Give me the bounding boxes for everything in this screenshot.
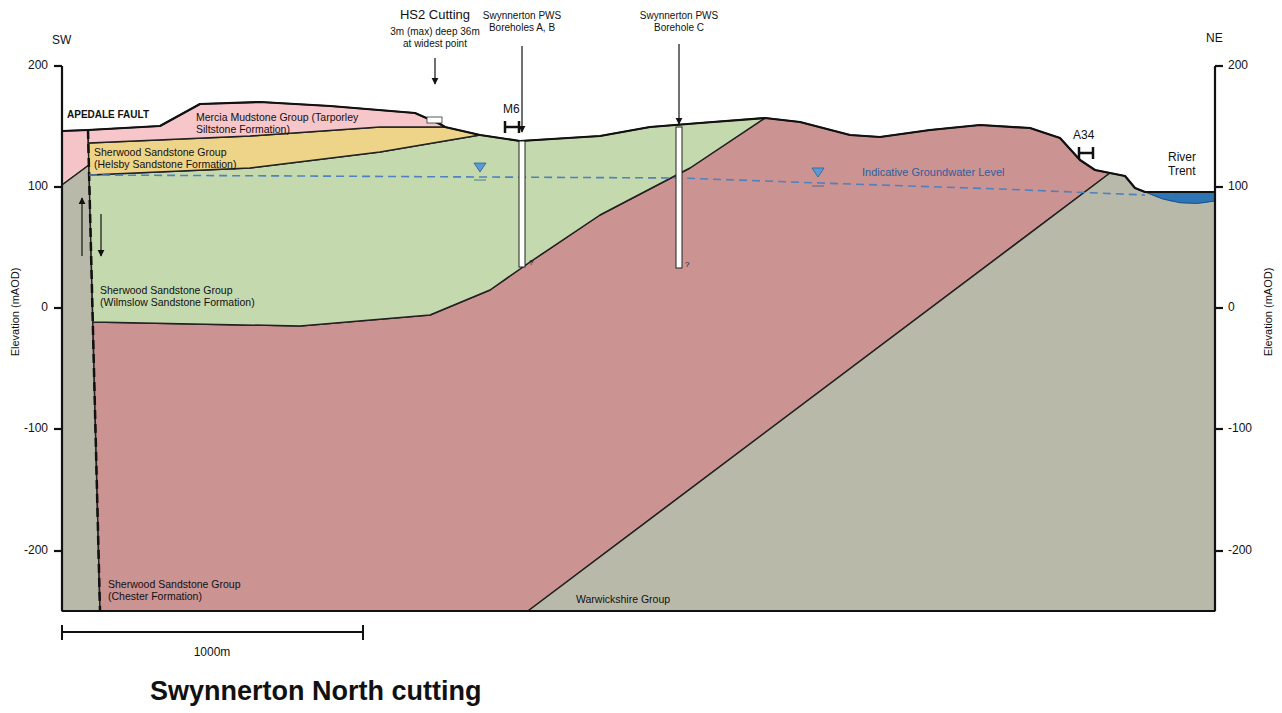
axis-tick-label: 200: [1228, 59, 1248, 73]
axis-tick-label: 200: [28, 59, 48, 73]
axis-tick-label: -200: [24, 544, 48, 558]
borehole: [519, 127, 682, 268]
borehole-label: Swynnerton PWS Boreholes A, B: [474, 10, 570, 33]
wilmslow-formation: [89, 118, 765, 326]
figure-title: Swynnerton North cutting: [150, 676, 481, 707]
axis-tick-label: -100: [24, 422, 48, 436]
axis-tick-label: 100: [1228, 180, 1248, 194]
direction-label: NE: [1206, 32, 1223, 46]
cutting-label: HS2 Cutting: [400, 8, 470, 23]
river: [1145, 192, 1215, 204]
axis: [54, 66, 1223, 611]
formation-label: Sherwood Sandstone Group (Wilmslow Sands…: [100, 284, 278, 308]
road-label: A34: [1073, 129, 1094, 143]
axis-tick-label: 0: [1228, 301, 1235, 315]
axis-tick-label: 0: [41, 301, 48, 315]
axis-tick-label: -200: [1228, 544, 1252, 558]
direction-label: SW: [52, 34, 71, 48]
river-label: River Trent: [1168, 151, 1216, 179]
hs2-cutting: [427, 117, 442, 123]
fault-arrow-down: [100, 214, 101, 256]
formation-label: Sherwood Sandstone Group (Helsby Sandsto…: [94, 146, 252, 170]
unknown-depth-mark: ?: [529, 258, 533, 267]
mercia-mudstone: [88, 102, 445, 143]
axis-title: Elevation (mAOD): [9, 268, 22, 357]
axis-tick-label: -100: [1228, 422, 1252, 436]
unknown-depth-mark: ?: [685, 260, 689, 269]
fault-line: [88, 130, 100, 611]
axis-title: Elevation (mAOD): [1262, 268, 1275, 357]
formation-label: Sherwood Sandstone Group (Chester Format…: [108, 578, 253, 602]
formation-label: Mercia Mudstone Group (Tarporley Siltsto…: [196, 111, 366, 135]
fault-label: APEDALE FAULT: [67, 109, 149, 121]
formation-label: Warwickshire Group: [576, 593, 670, 605]
road-symbol: [505, 121, 1093, 159]
borehole-label: Swynnerton PWS Borehole C: [631, 10, 727, 33]
cutting-dimensions: 3m (max) deep 36m at widest point: [387, 26, 483, 49]
warwickshire-group: [528, 173, 1215, 611]
water-table-symbol: [474, 163, 824, 186]
road-label: M6: [503, 103, 520, 117]
axis-tick-label: 100: [28, 180, 48, 194]
scale-label: 1000m: [194, 646, 231, 660]
pointer-arrow: [435, 44, 679, 132]
groundwater-label: Indicative Groundwater Level: [862, 166, 1004, 179]
fault-arrow-up: [81, 198, 82, 256]
scale-bar: [62, 625, 363, 640]
